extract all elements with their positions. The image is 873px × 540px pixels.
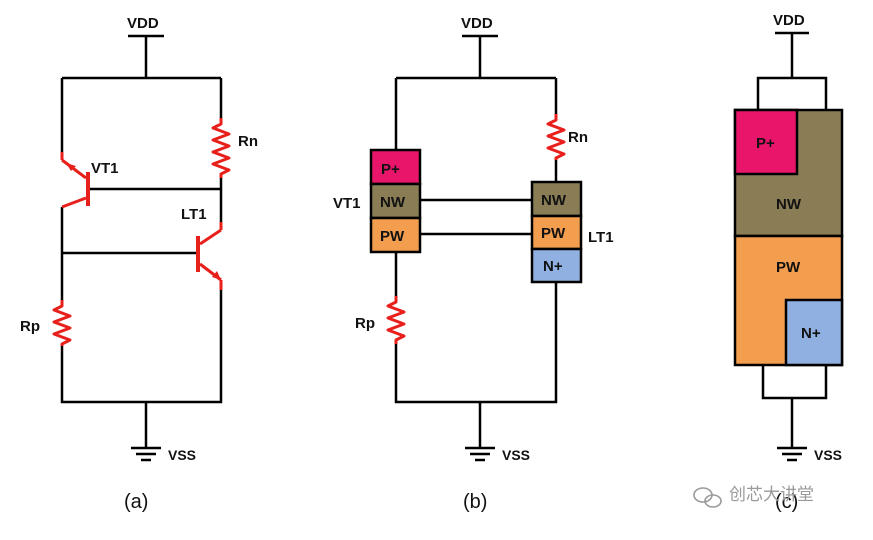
panel-b-nw-left-label: NW xyxy=(380,194,406,211)
panel-a-lt1-label: LT1 xyxy=(181,206,207,223)
panel-c-vss-label: VSS xyxy=(814,447,842,463)
panel-a-ground-icon xyxy=(131,446,161,462)
panel-c-vdd-label: VDD xyxy=(773,12,805,29)
panel-b-ground-icon xyxy=(465,446,495,462)
panel-a-rn-resistor xyxy=(211,118,231,178)
panel-b-caption: (b) xyxy=(463,491,487,513)
wechat-icon xyxy=(693,487,722,508)
panel-a-rp-resistor xyxy=(52,300,72,346)
panel-b-vdd-label: VDD xyxy=(461,15,493,32)
panel-b-vt1-label: VT1 xyxy=(333,195,361,212)
panel-b-nw-right-label: NW xyxy=(541,192,567,209)
panel-a-caption: (a) xyxy=(124,491,148,513)
panel-b-n-plus-region xyxy=(530,247,583,284)
panel-a-vss-label: VSS xyxy=(168,447,196,463)
panel-a-vdd-label: VDD xyxy=(127,15,159,32)
panel-b-nw-right-region xyxy=(530,180,583,218)
panel-a-rn-label: Rn xyxy=(238,133,258,150)
panel-b-rp-label: Rp xyxy=(355,315,375,332)
panel-b-p-plus-label: P+ xyxy=(381,161,400,178)
panel-b-pw-right-region xyxy=(530,214,583,251)
panel-a: VDD Rn VT1 LT xyxy=(20,15,258,513)
panel-b-n-plus-label: N+ xyxy=(543,258,563,275)
panel-b-p-plus-region xyxy=(369,148,422,186)
panel-c-nw-label: NW xyxy=(776,196,802,213)
panel-c-caption: (c) xyxy=(775,491,798,513)
panel-c-p-plus-region xyxy=(733,108,799,176)
panel-c-ground-icon xyxy=(777,446,807,462)
panel-a-lt1-transistor xyxy=(196,222,223,290)
watermark-text: 创芯大讲堂 xyxy=(729,485,814,505)
panel-b-rn-resistor xyxy=(546,114,566,160)
panel-a-rp-label: Rp xyxy=(20,318,40,335)
panel-c-n-plus-region xyxy=(784,298,844,367)
panel-b-lt1-label: LT1 xyxy=(588,229,614,246)
panel-a-vt1-transistor xyxy=(60,152,90,209)
panel-c-p-plus-label: P+ xyxy=(756,135,775,152)
panel-a-vt1-label: VT1 xyxy=(91,160,119,177)
panel-b-pw-left-label: PW xyxy=(380,228,405,245)
panel-c-pw-label: PW xyxy=(776,259,801,276)
panel-b-vss-label: VSS xyxy=(502,447,530,463)
panel-c-n-plus-label: N+ xyxy=(801,325,821,342)
panel-b-pw-right-label: PW xyxy=(541,225,566,242)
panel-b-rp-resistor xyxy=(386,296,406,344)
panel-b-pw-left-region xyxy=(369,216,422,254)
panel-b-rn-label: Rn xyxy=(568,129,588,146)
panel-b: VDD Rn P+ NW PW VT1 NW PW N+ LT1 Rp xyxy=(333,15,614,513)
watermark: 创芯大讲堂 xyxy=(693,485,814,508)
panel-c: VDD P+ NW PW N+ VSS (c) xyxy=(733,12,844,513)
